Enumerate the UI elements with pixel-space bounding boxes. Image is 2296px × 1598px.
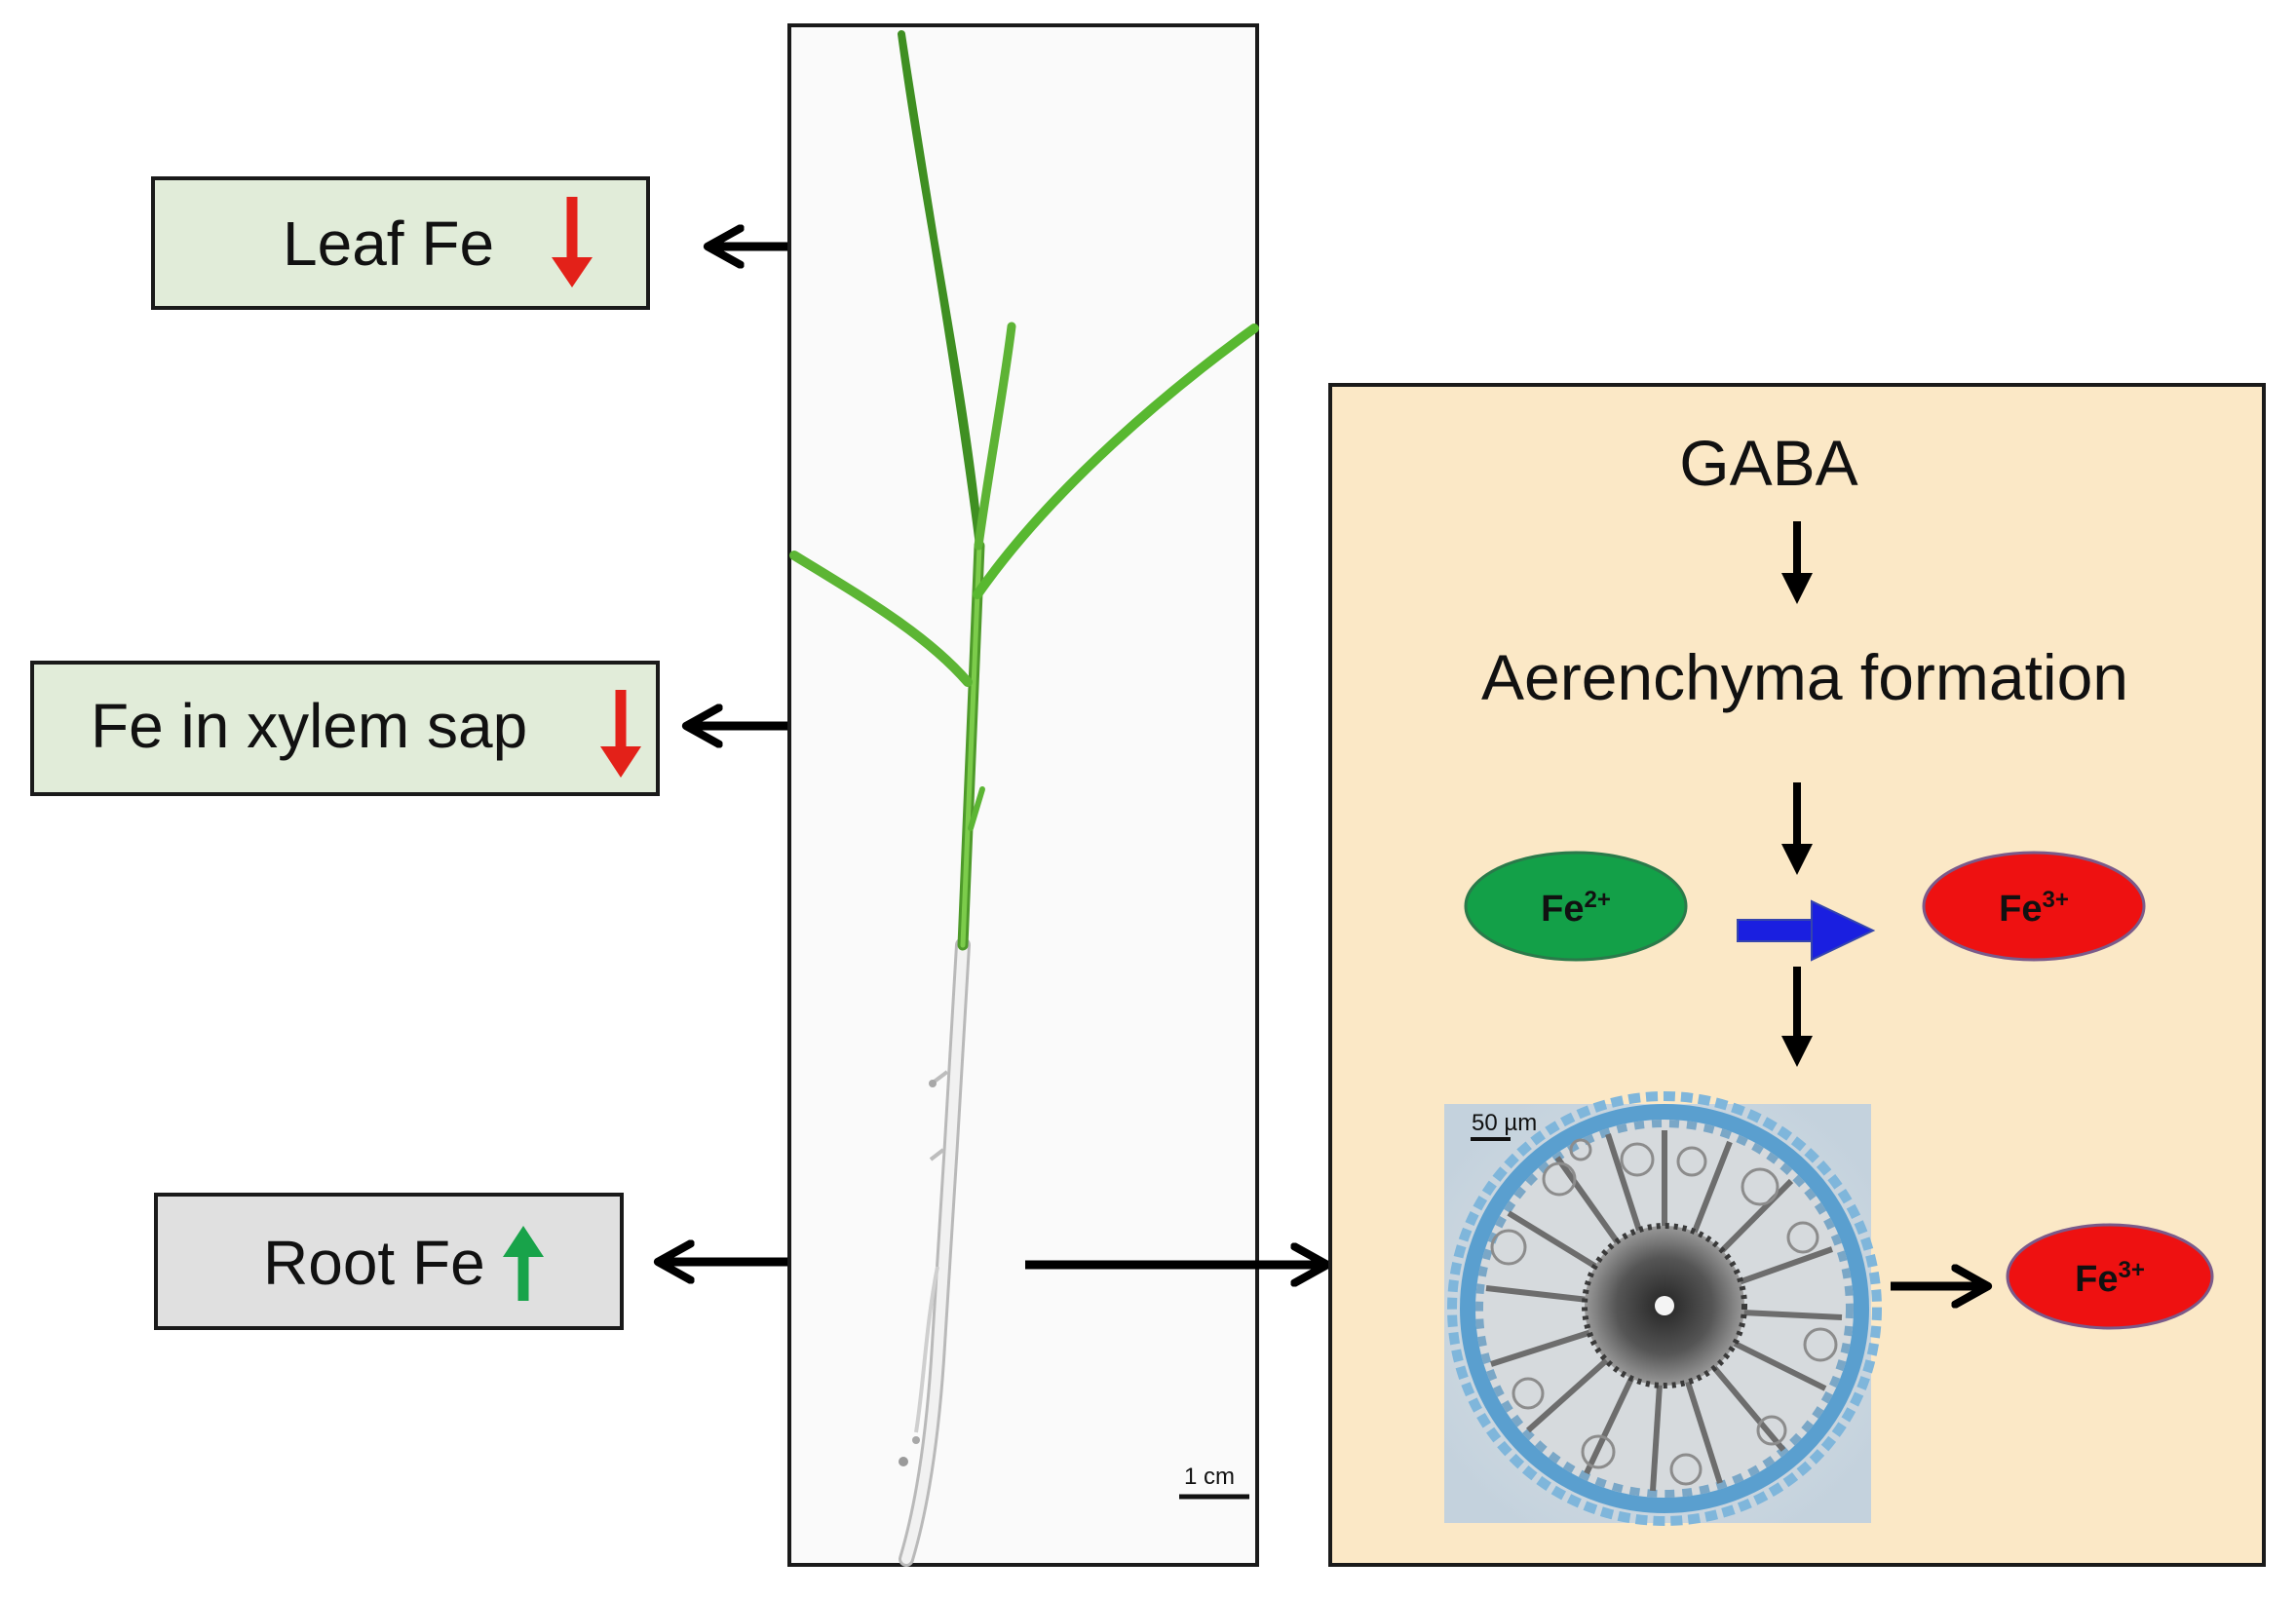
fe3-bottom-label: Fe: [2075, 1259, 2118, 1300]
cortex-cells: [1490, 1138, 1838, 1486]
fe3-bottom-ellipse: Fe3+: [2006, 1223, 2214, 1330]
fe2-ellipse: Fe2+: [1464, 851, 1688, 962]
micrograph-scale-bar: 50 µm: [1471, 1110, 1537, 1141]
leaf-fe-box: Leaf Fe: [151, 176, 650, 310]
svg-text:Fe3+: Fe3+: [1999, 887, 2069, 930]
leaf-fe-label: Leaf Fe: [283, 209, 494, 279]
fe3-ellipse: Fe3+: [1922, 851, 2146, 962]
aerenchyma-label: Aerenchyma formation: [1481, 641, 2128, 713]
fe3-superscript: 3+: [2042, 887, 2068, 913]
fe2-superscript: 2+: [1584, 887, 1610, 913]
gaba-label: GABA: [1679, 427, 1857, 499]
fe2-label: Fe: [1541, 889, 1584, 930]
blue-arrow-icon: [1737, 899, 1876, 962]
root-cross-section-micrograph: 50 µm: [1444, 1091, 1882, 1526]
fe3-label: Fe: [1999, 889, 2042, 930]
up-arrow-icon: [503, 1226, 544, 1301]
svg-text:Fe2+: Fe2+: [1541, 887, 1611, 930]
micrograph-scale-label: 50 µm: [1472, 1110, 1537, 1136]
plant-photo: 1 cm: [787, 23, 1259, 1567]
down-arrow-icon: [600, 690, 641, 778]
svg-text:Fe3+: Fe3+: [2075, 1257, 2145, 1300]
mechanism-panel: GABA Aerenchyma formation Fe2+ Fe3+: [1328, 383, 2266, 1567]
root-fe-box: Root Fe: [154, 1193, 624, 1330]
root-fe-label: Root Fe: [263, 1228, 485, 1298]
plant-leaves: [789, 30, 1259, 831]
root-system: [899, 937, 971, 1567]
xylem-fe-label: Fe in xylem sap: [91, 691, 527, 761]
scale-bar: 1 cm: [1179, 1464, 1249, 1500]
down-arrow-icon: [552, 197, 593, 287]
scale-bar-label: 1 cm: [1184, 1464, 1235, 1490]
xylem-fe-box: Fe in xylem sap: [30, 661, 660, 796]
fe3-bottom-superscript: 3+: [2118, 1257, 2144, 1283]
